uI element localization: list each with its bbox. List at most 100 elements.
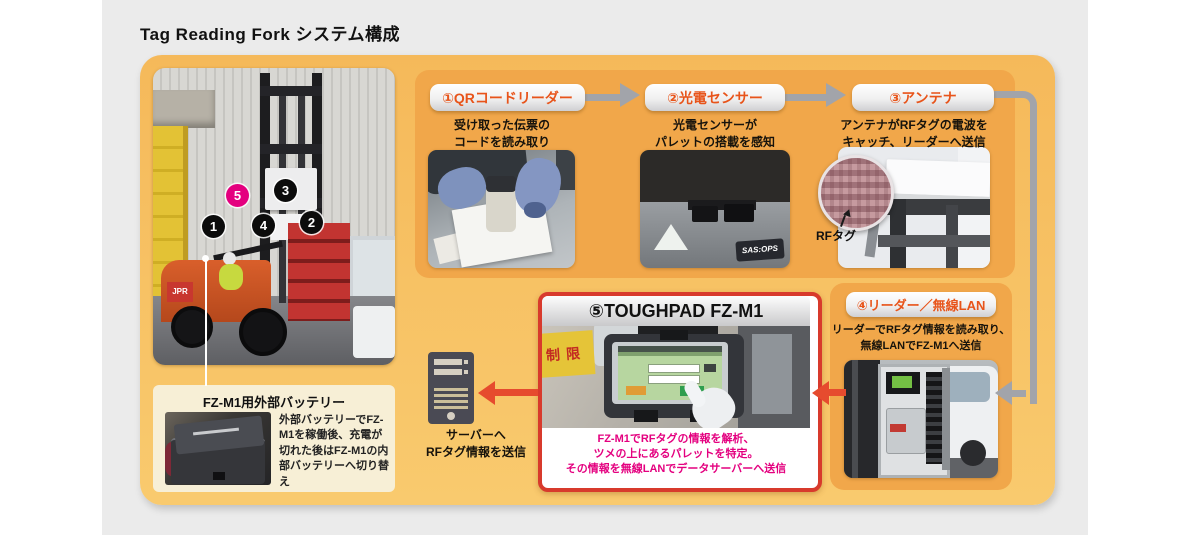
worker-vest xyxy=(219,264,243,290)
server-grill-4 xyxy=(434,406,468,409)
green-label xyxy=(892,376,912,388)
server-icon xyxy=(428,352,474,424)
red-logo xyxy=(890,424,906,432)
antenna-photo-wrap: RFタグ xyxy=(816,147,990,268)
server-bay-2-button xyxy=(464,370,468,374)
step1-pill: ①QRコードリーダー xyxy=(430,84,585,111)
flow-arrow-line-2 xyxy=(783,94,828,101)
jpr-logo: JPR xyxy=(167,282,193,302)
inverter-box xyxy=(886,408,926,454)
worker-helmet xyxy=(223,252,236,265)
server-bay-1-button xyxy=(464,360,468,364)
marker-3: 3 xyxy=(274,179,297,202)
routing-arrow-head xyxy=(995,381,1012,405)
red-arrow-4to5-line xyxy=(829,389,846,396)
marker-1: 1 xyxy=(202,215,225,238)
battery-photo xyxy=(165,412,271,485)
dark-beam xyxy=(640,150,790,202)
qr-scanner-head xyxy=(486,176,516,192)
routing-arrow-segment xyxy=(1012,390,1026,397)
toughpad-desc-line1: FZ-M1でRFタグの情報を解析、 xyxy=(597,433,755,445)
sensor-right xyxy=(724,204,754,222)
red-arrow-5toserver-line xyxy=(495,389,538,396)
antenna-box xyxy=(885,159,990,205)
open-door xyxy=(942,368,950,470)
step2-desc: 光電センサーが パレットの搭載を感知 xyxy=(630,117,800,151)
white-cart xyxy=(353,306,395,358)
step3-desc-line2: キャッチ、リーダーへ送信 xyxy=(842,135,986,149)
mast-crossbar-2 xyxy=(260,144,322,154)
toughpad-description: FZ-M1でRFタグの情報を解析、 ツメの上にあるパレットを特定。 その情報を無… xyxy=(542,432,810,477)
server-caption: サーバーへ RFタグ情報を送信 xyxy=(400,427,552,461)
sensor-bracket xyxy=(688,200,756,210)
flow-arrow-head-1 xyxy=(620,83,640,107)
step3-pill: ③アンテナ xyxy=(852,84,994,111)
forklift-photo: JPR 1 2 3 4 5 xyxy=(153,68,395,365)
marker-2: 2 xyxy=(300,211,323,234)
server-bay-1 xyxy=(434,359,462,365)
server-power-button xyxy=(447,412,455,420)
red-arrow-4to5-head xyxy=(812,381,829,405)
step2-pill: ②光電センサー xyxy=(645,84,785,111)
toughpad-desc-line2: ツメの上にあるパレットを特定。 xyxy=(593,448,759,460)
connector-dot xyxy=(202,255,209,262)
front-wheel xyxy=(239,308,287,356)
qr-reader-photo xyxy=(428,150,575,268)
page-title: Tag Reading Fork システム構成 xyxy=(140,25,401,44)
step4-desc-line1: リーダーでRFタグ情報を読み取り、 xyxy=(831,324,1011,336)
screen-button-orange xyxy=(626,386,646,395)
mast-post xyxy=(890,199,906,268)
flow-arrow-line-1 xyxy=(583,94,622,101)
mast-rail-right xyxy=(312,73,322,301)
rf-tag-inset-circle xyxy=(818,155,894,231)
battery-box: FZ-M1用外部バッテリー 外部バッテリーでFZ-M1を稼働後、充電が切れた後は… xyxy=(153,385,395,492)
server-caption-line1: サーバーへ xyxy=(446,428,506,442)
reader-lan-photo xyxy=(844,360,998,478)
mast-highlight xyxy=(852,360,858,478)
toughpad-photo: 制限 xyxy=(542,326,810,428)
limit-sign: 制限 xyxy=(542,330,596,378)
step2-desc-line2: パレットの搭載を感知 xyxy=(654,135,775,149)
heatsink xyxy=(926,372,942,464)
server-bay-2 xyxy=(434,369,462,375)
glove-fingertips xyxy=(524,202,546,218)
step1-desc-line2: コードを読み取り xyxy=(453,135,550,149)
crossbar xyxy=(878,235,990,247)
mast-strip xyxy=(844,360,880,478)
toughpad-desc-line3: その情報を無線LANでデータサーバーへ送信 xyxy=(565,463,787,475)
server-caption-line2: RFタグ情報を送信 xyxy=(426,445,526,459)
step3-desc: アンテナがRFタグの電波を キャッチ、リーダーへ送信 xyxy=(824,117,1004,151)
photo-sensor-photo: SAS:OPS xyxy=(640,150,790,268)
toughpad-header: ⑤TOUGHPAD FZ-M1 xyxy=(542,296,810,326)
screen-field-1 xyxy=(648,364,700,373)
routing-arrow-path xyxy=(994,91,1037,404)
screen-field-2 xyxy=(648,375,700,384)
step4-desc-line2: 無線LANでFZ-M1へ送信 xyxy=(860,340,982,352)
red-arrow-5toserver-head xyxy=(478,381,495,405)
sensor-left xyxy=(692,206,718,222)
screen-menubar xyxy=(618,352,722,356)
server-grill-1 xyxy=(434,388,468,391)
step2-desc-line1: 光電センサーが xyxy=(672,118,757,132)
flow-arrow-head-2 xyxy=(826,83,846,107)
screen-button-dark xyxy=(704,364,716,372)
van-wheel xyxy=(960,440,986,466)
battery-title: FZ-M1用外部バッテリー xyxy=(202,395,346,410)
step3-desc-line1: アンテナがRFタグの電波を xyxy=(840,118,988,132)
connector-line xyxy=(205,260,207,386)
screen-titlebar xyxy=(618,346,722,352)
rf-tag-label: RFタグ xyxy=(816,229,856,243)
metal-panel xyxy=(752,334,792,414)
concrete-lintel xyxy=(153,90,215,128)
clamp-top xyxy=(660,330,688,340)
marker-5: 5 xyxy=(226,184,249,207)
toughpad-box: ⑤TOUGHPAD FZ-M1 制限 xyxy=(538,292,822,492)
clamp-bottom-left xyxy=(634,410,658,422)
latch xyxy=(213,472,225,480)
step1-desc-line1: 受け取った伝票の xyxy=(453,118,550,132)
van-window xyxy=(942,372,990,402)
mast-crossbar-1 xyxy=(260,86,322,96)
step1-desc: 受け取った伝票の コードを読み取り xyxy=(417,117,587,151)
server-grill-2 xyxy=(434,394,468,397)
